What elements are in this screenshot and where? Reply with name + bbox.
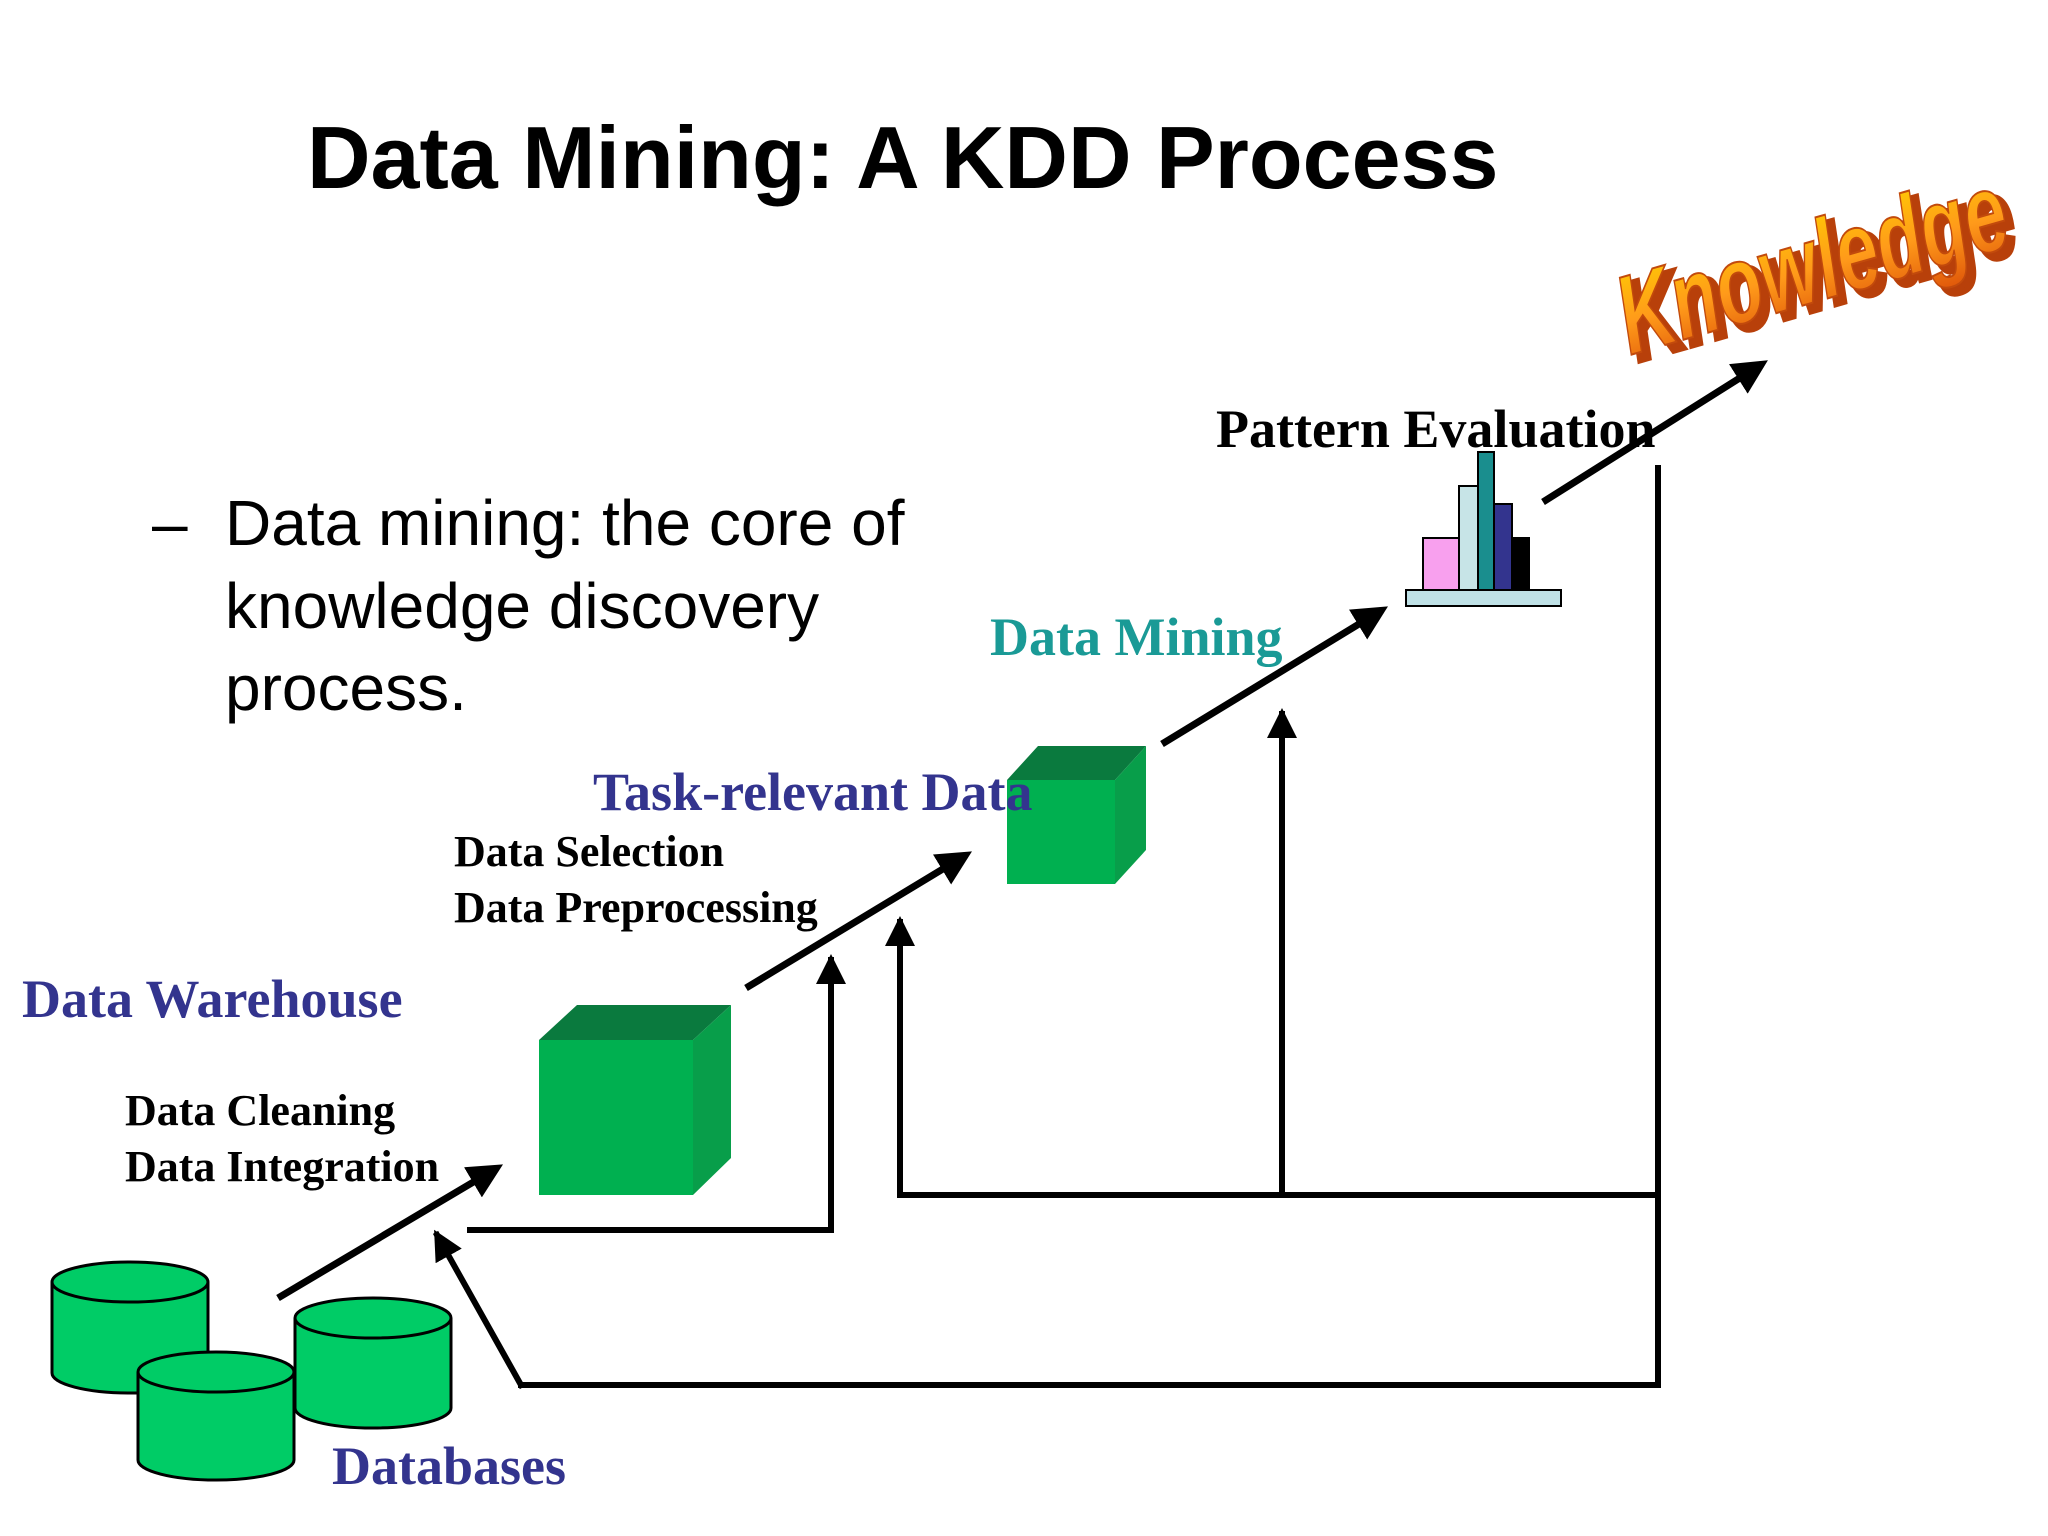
database-cylinder-icon [50, 1260, 453, 1482]
bar-chart-icon [1405, 451, 1562, 607]
arrow-patterns-to-knowledge [1541, 360, 1768, 505]
page-title: Data Mining: A KDD Process [307, 108, 1498, 207]
feedback-lines [432, 465, 1661, 1390]
process-arrows [276, 360, 1768, 1302]
bullet-point: – Data mining: the core of knowledge dis… [152, 487, 905, 724]
task-data-cube-icon [1007, 746, 1146, 884]
bullet-marker: – [152, 487, 188, 559]
arrow-warehouse-to-task-data [744, 851, 972, 991]
databases-label: Databases [332, 1436, 566, 1496]
data-warehouse-label: Data Warehouse [22, 969, 403, 1029]
arrow-databases-to-warehouse [276, 1164, 504, 1302]
bullet-line-3: process. [225, 652, 467, 724]
data-mining-label: Data Mining [990, 607, 1283, 667]
bullet-line-1: Data mining: the core of [225, 487, 905, 559]
arrow-task-data-to-patterns [1160, 606, 1388, 747]
feedback-to-databases [432, 1229, 526, 1390]
svg-text:Knowledge: Knowledge [1602, 148, 2021, 378]
data-selection-label: Data Selection [454, 827, 724, 876]
pattern-evaluation-label: Pattern Evaluation [1216, 399, 1656, 459]
data-cleaning-label: Data Cleaning [125, 1086, 395, 1135]
data-integration-label: Data Integration [125, 1142, 439, 1191]
green-cube-icon [539, 1005, 731, 1195]
bullet-line-2: knowledge discovery [225, 570, 819, 642]
task-relevant-data-label: Task-relevant Data [593, 762, 1033, 822]
data-preprocessing-label: Data Preprocessing [454, 883, 818, 932]
knowledge-wordart: Knowledge Knowledge [1601, 147, 2032, 387]
